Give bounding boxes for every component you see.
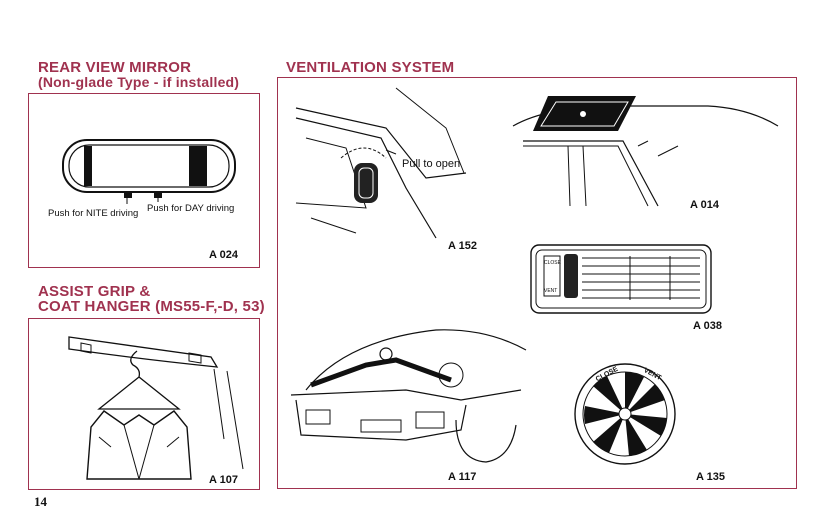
roof-vent-illustration [508, 96, 788, 216]
figure-a014: A 014 [690, 199, 719, 211]
figure-a024: A 024 [209, 249, 238, 261]
grille-illustration [530, 244, 714, 316]
grip-panel: A 107 [28, 318, 260, 490]
figure-a152: A 152 [448, 240, 477, 252]
mirror-panel: Push for NITE driving Push for DAY drivi… [28, 93, 260, 268]
grille-close-label: CLOSE [544, 260, 561, 266]
grip-heading-line1: ASSIST GRIP & [38, 283, 151, 300]
car-rear-illustration [286, 310, 536, 475]
figure-a135: A 135 [696, 471, 725, 483]
mirror-heading: REAR VIEW MIRROR [38, 59, 192, 76]
pull-to-open-label: Pull to open [402, 158, 461, 170]
figure-a117: A 117 [448, 471, 477, 483]
figure-a038: A 038 [693, 320, 722, 332]
day-label: Push for DAY driving [147, 203, 235, 214]
grip-heading-line2: COAT HANGER (MS55-F,-D, 53) [38, 298, 265, 315]
interior-vent-illustration [286, 88, 476, 248]
nite-label: Push for NITE driving [48, 208, 139, 219]
page-number: 14 [34, 494, 47, 509]
ventilation-heading: VENTILATION SYSTEM [286, 59, 455, 76]
coat-hanger-illustration [29, 319, 261, 491]
vent-dial-illustration [573, 362, 677, 466]
grille-vent-label: VENT [544, 288, 558, 294]
mirror-subheading: (Non-glade Type - if installed) [38, 74, 240, 90]
figure-a107: A 107 [209, 474, 238, 486]
mirror-illustration [29, 94, 261, 269]
ventilation-panel: Pull to open A 152 A 014 CLOSE VENT A 03… [277, 77, 797, 489]
